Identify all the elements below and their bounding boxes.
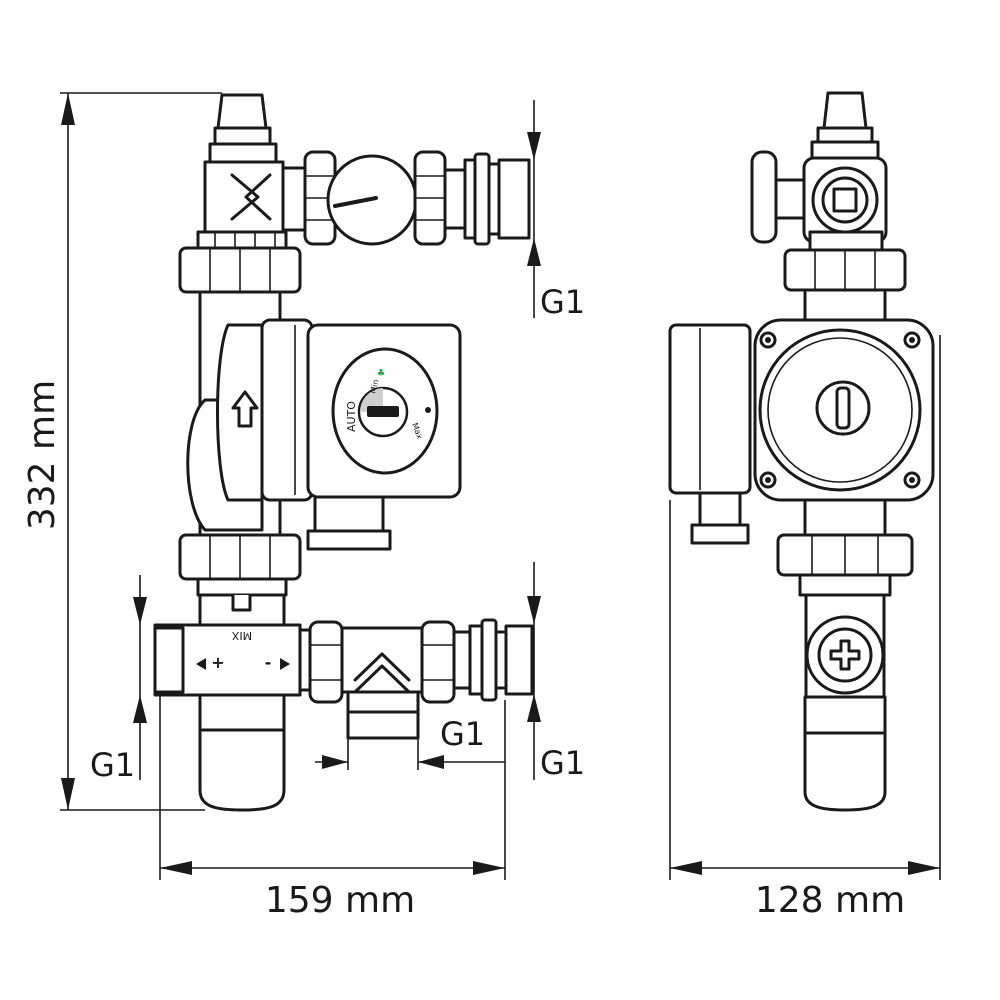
cross-handle-icon bbox=[829, 639, 861, 671]
lower-union-nut bbox=[178, 533, 302, 597]
minus-label: - bbox=[265, 653, 272, 672]
height-label: 332 mm bbox=[22, 380, 63, 530]
g1-bottom-left-label: G1 bbox=[90, 746, 135, 784]
g1-bottom-right-dimension: G1 bbox=[527, 562, 585, 782]
front-view: AUTO Min Max ♣ MIX + - bbox=[22, 92, 585, 921]
side-view: 128 mm bbox=[668, 91, 941, 921]
clover-icon: ♣ bbox=[377, 368, 386, 379]
circulation-pump: AUTO Min Max ♣ bbox=[231, 318, 462, 551]
side-width-dimension: 128 mm bbox=[669, 335, 941, 921]
g1-bottom-right-label: G1 bbox=[540, 744, 585, 782]
top-supply-line bbox=[281, 150, 531, 246]
vent-screw-icon bbox=[835, 386, 851, 430]
mix-label: MIX bbox=[231, 629, 252, 642]
pump-mode-label: AUTO bbox=[345, 401, 358, 432]
g1-bottom-left-dimension: G1 bbox=[90, 575, 147, 784]
side-width-label: 128 mm bbox=[755, 880, 905, 921]
mixing-valve: MIX + - bbox=[153, 593, 302, 812]
upper-union-nut bbox=[178, 246, 302, 294]
g1-bottom-middle-dimension: G1 bbox=[315, 715, 505, 770]
g1-top-right-dimension: G1 bbox=[527, 100, 585, 321]
height-dimension: 332 mm bbox=[22, 92, 222, 811]
pump-min-label: Min bbox=[368, 378, 380, 394]
lower-return-line bbox=[298, 618, 534, 740]
top-left-valve bbox=[196, 93, 288, 250]
flow-arrow-icon bbox=[231, 390, 259, 428]
front-width-dimension: 159 mm bbox=[159, 695, 506, 921]
ball-valve-handle-icon bbox=[750, 150, 778, 244]
plus-label: + bbox=[211, 653, 224, 672]
speed-selector-knob-icon bbox=[367, 406, 399, 417]
g1-top-right-label: G1 bbox=[540, 283, 585, 321]
g1-bottom-middle-label: G1 bbox=[440, 715, 485, 753]
front-width-label: 159 mm bbox=[265, 880, 415, 921]
